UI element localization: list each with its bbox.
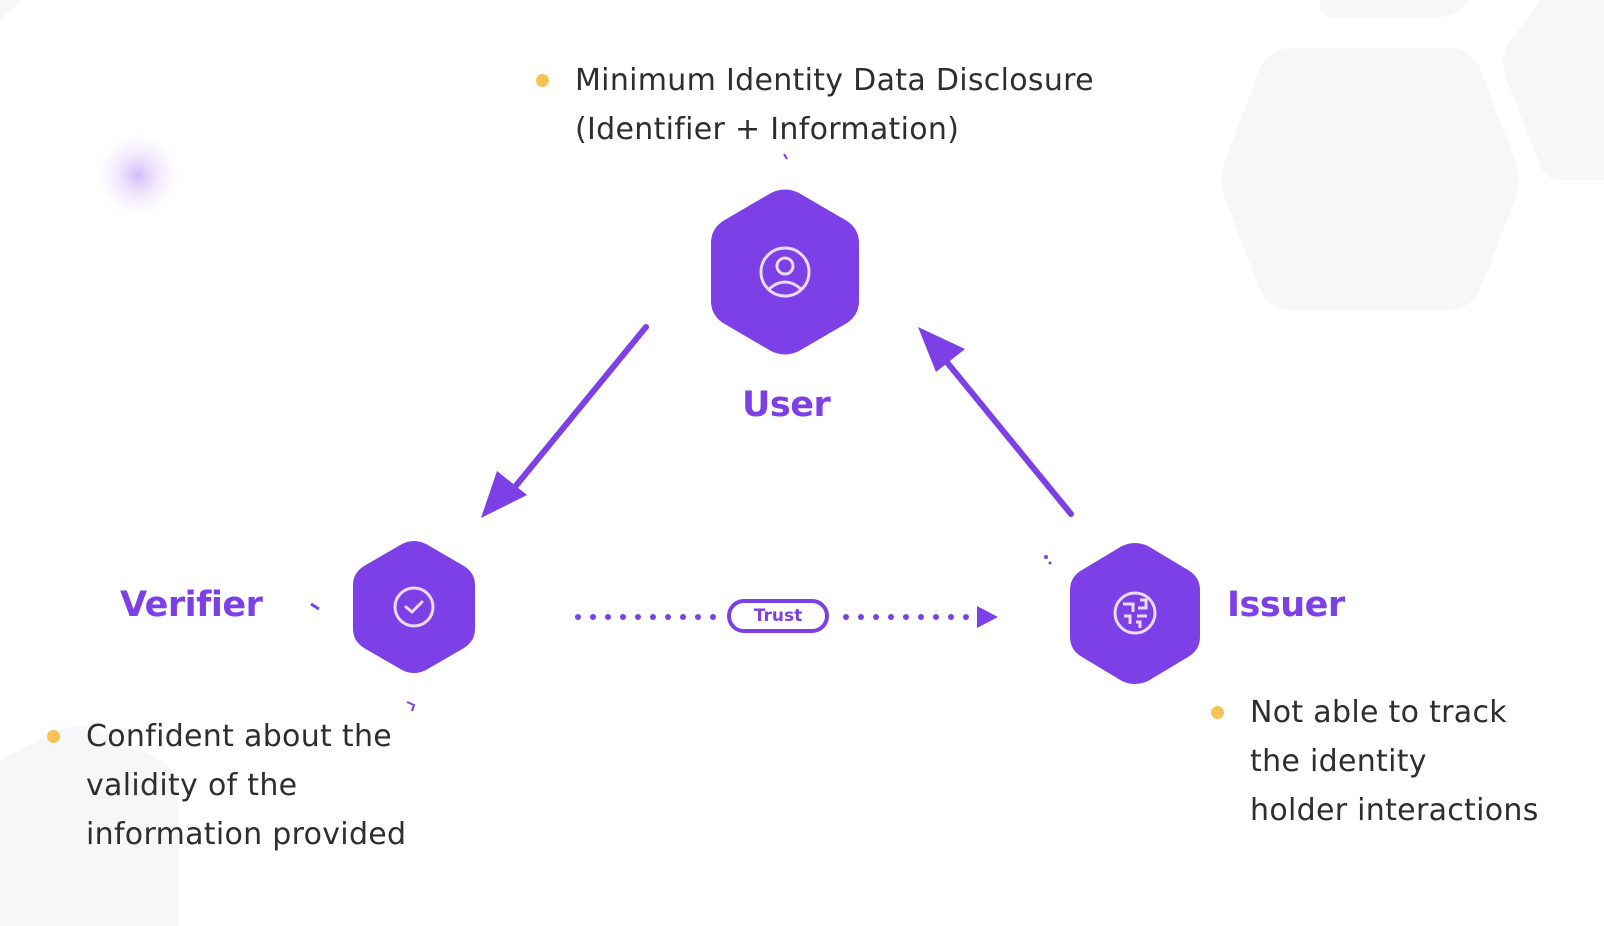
- decorative-mark: [1048, 561, 1052, 565]
- user-icon: [759, 246, 811, 298]
- verifier-note: Confident about the validity of the info…: [47, 712, 406, 859]
- issuer-label: Issuer: [1227, 585, 1345, 625]
- background-hexagon: [1503, 0, 1604, 180]
- user-note-text: Minimum Identity Data Disclosure (Identi…: [575, 63, 1094, 147]
- decorative-mark: [310, 602, 320, 611]
- background-hexagon: [0, 726, 178, 926]
- issuer-note-text: Not able to track the identity holder in…: [1250, 695, 1539, 828]
- purple-glow: [90, 127, 186, 223]
- verifier-label: Verifier: [120, 585, 263, 625]
- fingerprint-icon: [1113, 591, 1157, 635]
- user-note: Minimum Identity Data Disclosure (Identi…: [536, 56, 1094, 154]
- user-node: [711, 189, 859, 355]
- decorative-mark: [783, 153, 788, 160]
- verifier-note-text: Confident about the validity of the info…: [86, 719, 407, 852]
- issuer-note: Not able to track the identity holder in…: [1211, 688, 1539, 835]
- bullet-dot: [47, 730, 60, 743]
- background-hexagon: [1320, 0, 1470, 18]
- trust-label: Trust: [727, 599, 829, 633]
- bullet-dot: [536, 74, 549, 87]
- decorative-mark: [1044, 555, 1048, 559]
- issuer-node: [1070, 543, 1200, 684]
- check-circle-icon: [393, 586, 435, 628]
- bullet-dot: [1211, 706, 1224, 719]
- decorative-mark: [406, 701, 416, 712]
- arrow-user-to-verifier: [481, 324, 649, 518]
- background-corner: [0, 0, 22, 20]
- user-label: User: [742, 385, 831, 425]
- arrow-issuer-to-user: [918, 327, 1074, 517]
- background-hexagon: [1221, 48, 1519, 310]
- trust-dotted-arrow: [575, 606, 998, 628]
- verifier-node: [353, 541, 475, 673]
